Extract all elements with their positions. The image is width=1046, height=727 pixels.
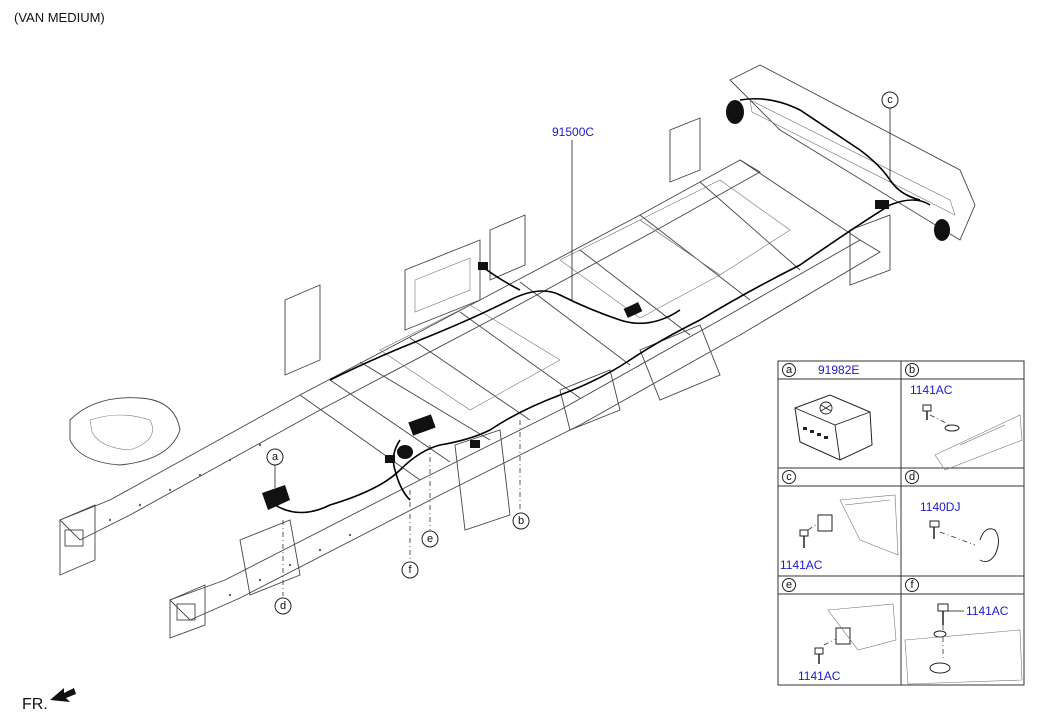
part-number-1141ac-c: 1141AC — [780, 558, 823, 572]
leader-lines — [274, 108, 891, 596]
chassis-frame — [59, 64, 976, 639]
svg-text:e: e — [427, 533, 433, 545]
part-number-1141ac-f: 1141AC — [966, 604, 1009, 618]
legend-cell-e-header: e — [782, 578, 796, 592]
bolt-bracket-illustration-e — [814, 603, 897, 664]
stud-clip-illustration-d — [929, 520, 999, 563]
front-direction-arrow-icon — [50, 688, 76, 702]
svg-text:c: c — [786, 471, 792, 483]
callout-b: b — [512, 512, 530, 530]
bolt-ground-illustration-f — [904, 603, 1023, 685]
svg-text:a: a — [786, 364, 793, 376]
legend-cell-a-header: a — [782, 363, 796, 377]
svg-text:c: c — [887, 94, 893, 106]
svg-text:d: d — [280, 600, 286, 612]
variant-label: (VAN MEDIUM) — [14, 10, 105, 25]
protector-cover-illustration — [794, 394, 873, 461]
svg-text:b: b — [909, 364, 915, 376]
callout-a: a — [266, 448, 284, 466]
svg-text:e: e — [786, 579, 792, 591]
legend-cell-f-header: f — [905, 578, 919, 592]
legend-cell-c-header: c — [782, 470, 796, 484]
legend-table: a b c d e f 91982E — [777, 360, 1025, 686]
callout-c: c — [881, 91, 899, 109]
svg-text:b: b — [518, 515, 524, 527]
bolt-bracket-illustration-c — [799, 494, 899, 556]
part-number-1141ac-e: 1141AC — [798, 669, 841, 683]
svg-text:f: f — [408, 564, 412, 576]
legend-cell-b-header: b — [905, 363, 919, 377]
legend-cell-d-header: d — [905, 470, 919, 484]
svg-text:a: a — [272, 451, 279, 463]
callout-f: f — [401, 561, 419, 579]
svg-text:f: f — [910, 579, 914, 591]
callout-e: e — [421, 530, 439, 548]
part-number-91982e: 91982E — [818, 363, 859, 377]
bolt-clip-illustration-b — [922, 404, 1023, 471]
wiring-harness — [262, 97, 950, 514]
callout-d: d — [274, 597, 292, 615]
front-direction-label: FR. — [22, 696, 48, 713]
part-number-1141ac-b: 1141AC — [910, 383, 953, 397]
svg-text:d: d — [909, 471, 915, 483]
part-number-1140dj: 1140DJ — [920, 500, 960, 514]
part-number-91500c: 91500C — [552, 125, 594, 139]
